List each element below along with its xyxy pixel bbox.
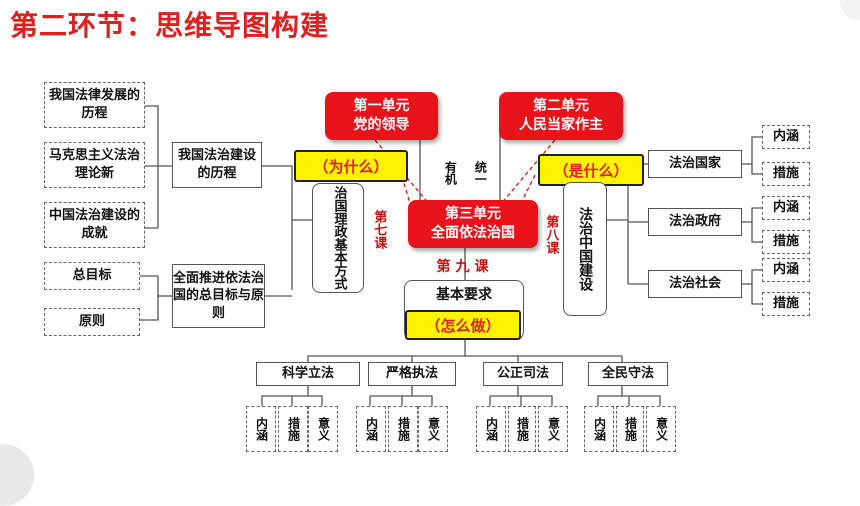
right-sub-2-1: 内涵	[762, 196, 810, 220]
bottom-sub-1-1: 内涵	[246, 406, 276, 452]
unit-3-box: 第三单元 全面依法治国	[408, 200, 538, 248]
corner-accent	[840, 0, 860, 20]
goal-hub: 全面推进依法治国的总目标与原则	[172, 264, 265, 328]
lesson-7-label: 第七课	[371, 209, 387, 249]
why-label: （为什么）	[294, 150, 408, 182]
what-label: （是什么）	[538, 154, 644, 186]
bottom-item-1: 科学立法	[256, 362, 360, 386]
unity-text-2: 统一	[473, 161, 488, 185]
unit-1-box: 第一单元 党的领导	[325, 92, 438, 140]
history-hub: 我国法治建设的历程	[172, 142, 262, 188]
right-sub-2-2: 措施	[762, 230, 810, 254]
unity-text-1: 有机	[443, 161, 458, 185]
bottom-sub-2-1: 内涵	[356, 406, 386, 452]
goal-item-2: 原则	[44, 308, 140, 336]
basic-requirement-label: 基本要求	[436, 287, 492, 303]
lesson-9-label: 第九课	[436, 259, 494, 275]
bottom-sub-3-1: 内涵	[476, 406, 506, 452]
bottom-sub-1-2: 措施	[278, 406, 308, 452]
right-item-2: 法治政府	[648, 208, 742, 236]
lesson-8-label: 第八课	[543, 214, 559, 254]
history-item-2: 马克思主义法治理论新	[44, 142, 145, 188]
page-title: 第二环节：思维导图构建	[10, 9, 330, 42]
bottom-sub-2-3: 意义	[418, 406, 448, 452]
right-item-3: 法治社会	[648, 270, 742, 298]
lesson-7-box: 治国理政基本方式	[312, 183, 364, 293]
bottom-sub-4-2: 措施	[616, 406, 644, 452]
right-sub-1-1: 内涵	[762, 125, 810, 149]
bottom-item-2: 严格执法	[368, 362, 456, 386]
right-sub-3-1: 内涵	[762, 258, 810, 282]
right-sub-1-2: 措施	[762, 162, 810, 186]
bottom-item-4: 全民守法	[588, 362, 668, 386]
unit-2-box: 第二单元 人民当家作主	[499, 92, 623, 140]
bottom-sub-4-3: 意义	[646, 406, 676, 452]
right-item-1: 法治国家	[648, 150, 742, 178]
bottom-sub-2-2: 措施	[388, 406, 418, 452]
connector-lines	[140, 105, 762, 406]
history-item-1: 我国法律发展的历程	[44, 82, 145, 128]
bottom-sub-1-3: 意义	[308, 406, 338, 452]
goal-item-1: 总目标	[44, 262, 140, 290]
how-label: （怎么做）	[405, 310, 521, 340]
lesson-8-box: 法治中国建设	[563, 182, 607, 316]
bottom-sub-3-3: 意义	[538, 406, 568, 452]
history-item-3: 中国法治建设的成就	[44, 202, 145, 248]
bottom-item-3: 公正司法	[483, 362, 563, 386]
bottom-sub-3-2: 措施	[508, 406, 536, 452]
right-sub-3-2: 措施	[762, 292, 810, 316]
bottom-sub-4-1: 内涵	[584, 406, 614, 452]
